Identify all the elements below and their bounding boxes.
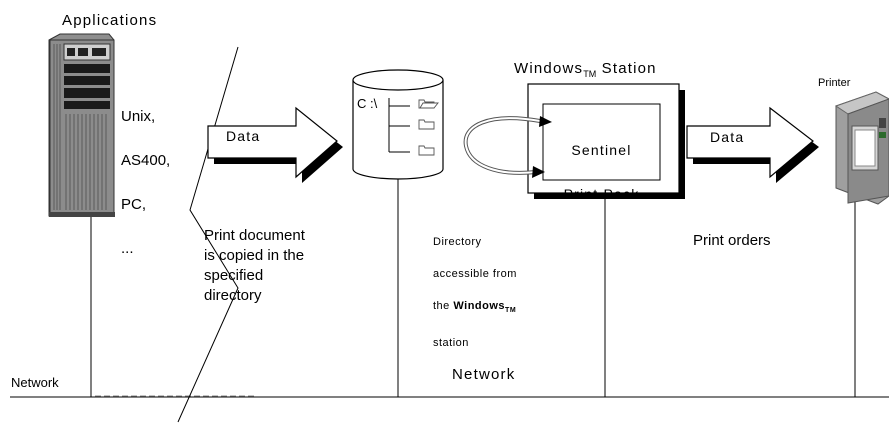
data-label-left: Data — [226, 128, 261, 144]
printer-icon — [834, 91, 889, 205]
data-arrow-left — [207, 106, 343, 183]
access-curved-arrow — [463, 116, 552, 178]
print-document-note: Print document is copied in the specifie… — [204, 227, 305, 304]
os-as400: AS400, — [121, 152, 171, 169]
applications-label: Applications — [62, 12, 158, 29]
windows-station-prefix: Windows — [514, 60, 584, 77]
windows-station-box — [527, 83, 685, 199]
directory-line2: accessible from — [433, 268, 517, 280]
network-label-center: Network — [452, 366, 516, 383]
os-list: Unix, AS400, PC, ... — [121, 84, 170, 282]
directory-line1: Directory — [433, 236, 482, 248]
sentinel-print-pack-label: Sentinel Print Pack — [543, 117, 660, 227]
printer-label: Printer — [818, 77, 851, 89]
drive-label: C :\ — [357, 96, 378, 111]
server-tower-icon — [48, 33, 115, 217]
folder-icon-small — [418, 145, 435, 156]
os-more: ... — [121, 240, 134, 257]
directory-line3-tm: TM — [505, 307, 517, 315]
directory-line3: the WindowsTM — [433, 298, 517, 319]
folder-icon — [418, 119, 435, 130]
windows-station-suffix: Station — [596, 60, 657, 77]
sentinel-line2: Print Pack — [563, 186, 640, 202]
directory-note: Directory accessible from the WindowsTM … — [433, 218, 517, 367]
sentinel-line1: Sentinel — [571, 142, 632, 158]
directory-line3-bold: Windows — [453, 300, 506, 312]
windows-station-title: WindowsTM Station — [514, 40, 657, 84]
windows-station-tm: TM — [583, 69, 597, 79]
data-arrow-right — [686, 106, 819, 183]
directory-line3-prefix: the — [433, 300, 454, 312]
os-pc: PC, — [121, 196, 147, 213]
data-label-right: Data — [710, 129, 745, 145]
directory-line4: station — [433, 337, 469, 350]
folder-open-icon — [418, 99, 439, 109]
print-orders-label: Print orders — [693, 232, 771, 249]
os-unix: Unix, — [121, 108, 156, 125]
network-label-left: Network — [11, 375, 59, 390]
